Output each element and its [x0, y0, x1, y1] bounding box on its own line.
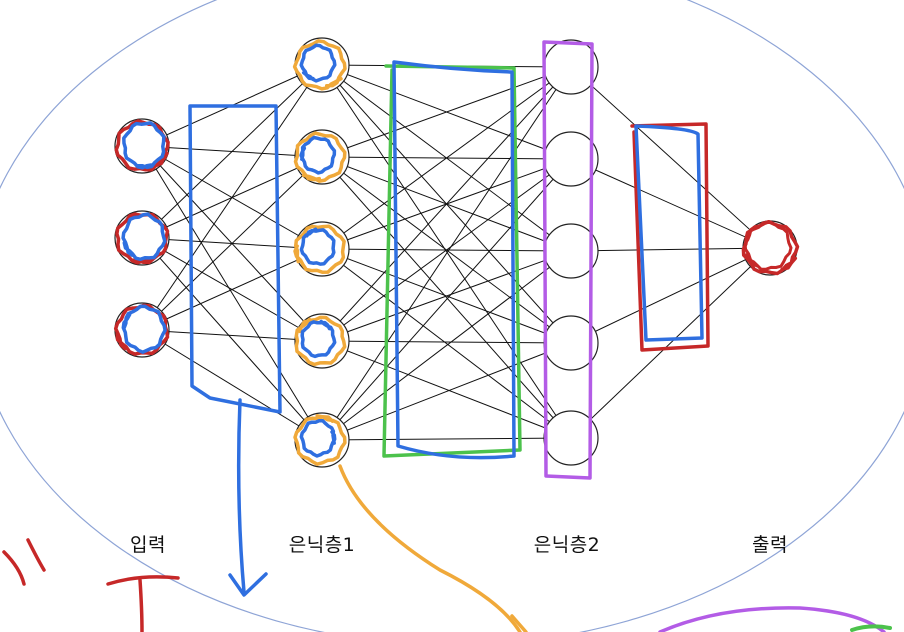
edge-l1-n3-to-n1 — [141, 64, 323, 331]
edge-l2-n5-to-n4 — [321, 342, 572, 441]
edge-l1-n2-to-n5 — [141, 237, 323, 441]
input-1-red-scribble — [114, 119, 170, 172]
edge-l3-n3-to-n1 — [570, 247, 771, 252]
input-3-blue-scribble — [121, 304, 167, 354]
bottom-right-green-mark — [850, 624, 892, 632]
hidden1-5-blue-scribble — [299, 419, 337, 458]
weights1-down-arrow-shaft — [236, 398, 246, 594]
input-2-blue-scribble — [121, 212, 167, 262]
bottom-left-red-mark-2 — [26, 538, 46, 572]
edge-l2-n2-to-n5 — [321, 156, 572, 439]
hidden1-4-blue-scribble — [300, 319, 337, 359]
label-input: 입력 — [130, 534, 166, 556]
connection-edges — [141, 64, 771, 441]
edge-l2-n1-to-n5 — [321, 64, 572, 439]
edge-l2-n3-to-n5 — [321, 248, 572, 439]
edge-l1-n2-to-n1 — [141, 64, 323, 239]
edge-l2-n4-to-n5 — [321, 340, 572, 439]
hidden1-1-blue-scribble — [299, 43, 337, 83]
edge-l2-n4-to-n3 — [321, 250, 572, 342]
handwritten-annotations — [2, 39, 892, 632]
edge-l2-n4-to-n2 — [321, 158, 572, 342]
edge-l1-n1-to-n5 — [141, 145, 323, 441]
bottom-left-red-mark-1 — [2, 550, 26, 586]
hidden1-2-blue-scribble — [299, 135, 337, 175]
edge-l2-n3-to-n1 — [321, 66, 572, 250]
hidden1-2-orange-scribble — [293, 131, 347, 183]
node-hidden2-5 — [543, 410, 599, 466]
neuron-nodes — [114, 37, 798, 468]
edge-l2-n5-to-n5 — [321, 437, 572, 441]
bottom-left-red-bar — [106, 575, 180, 586]
edge-l1-n3-to-n3 — [141, 248, 323, 331]
edge-l3-n2-to-n1 — [570, 158, 771, 249]
weights3-red-box — [630, 122, 710, 352]
edge-l2-n4-to-n4 — [321, 340, 572, 344]
hidden1-4-orange-scribble — [294, 315, 347, 367]
hidden1-3-orange-scribble — [293, 224, 346, 274]
bottom-right-purple-curve — [658, 606, 886, 632]
input-1-blue-scribble — [122, 121, 166, 170]
hidden1-5-orange-scribble — [293, 414, 347, 466]
edge-l2-n5-to-n3 — [321, 250, 572, 441]
weights2-green-box — [382, 64, 522, 458]
edge-l3-n1-to-n1 — [570, 66, 771, 249]
edge-l2-n5-to-n1 — [321, 66, 572, 441]
hidden1-3-blue-scribble — [299, 227, 336, 266]
hidden1-1-orange-scribble — [292, 39, 347, 91]
edge-l1-n3-to-n4 — [141, 329, 323, 342]
edge-l2-n4-to-n1 — [321, 66, 572, 342]
edge-l1-n3-to-n2 — [141, 156, 323, 331]
input-3-red-scribble — [113, 303, 170, 356]
weights1-blue-box — [188, 104, 282, 414]
weights3-blue-box — [634, 124, 704, 342]
label-hidden-layer-1: 은닉층1 — [288, 534, 356, 556]
hidden1-orange-curve-tip — [510, 614, 528, 632]
weights1-down-arrow-head — [228, 572, 268, 597]
hidden1-orange-curve — [338, 464, 522, 632]
edge-l2-n5-to-n2 — [321, 158, 572, 441]
edge-l3-n4-to-n1 — [570, 247, 771, 344]
label-hidden-layer-2: 은닉층2 — [533, 534, 601, 556]
edge-l1-n3-to-n5 — [141, 329, 323, 441]
bottom-left-red-stem — [138, 578, 144, 632]
edge-l2-n2-to-n1 — [321, 66, 572, 158]
label-output: 출력 — [752, 534, 788, 556]
edge-l3-n5-to-n1 — [570, 247, 771, 439]
node-hidden2-1 — [543, 39, 599, 95]
output-red-scribble-2 — [743, 220, 793, 271]
weights2-blue-box — [392, 60, 516, 460]
hidden2-purple-box — [542, 40, 594, 480]
